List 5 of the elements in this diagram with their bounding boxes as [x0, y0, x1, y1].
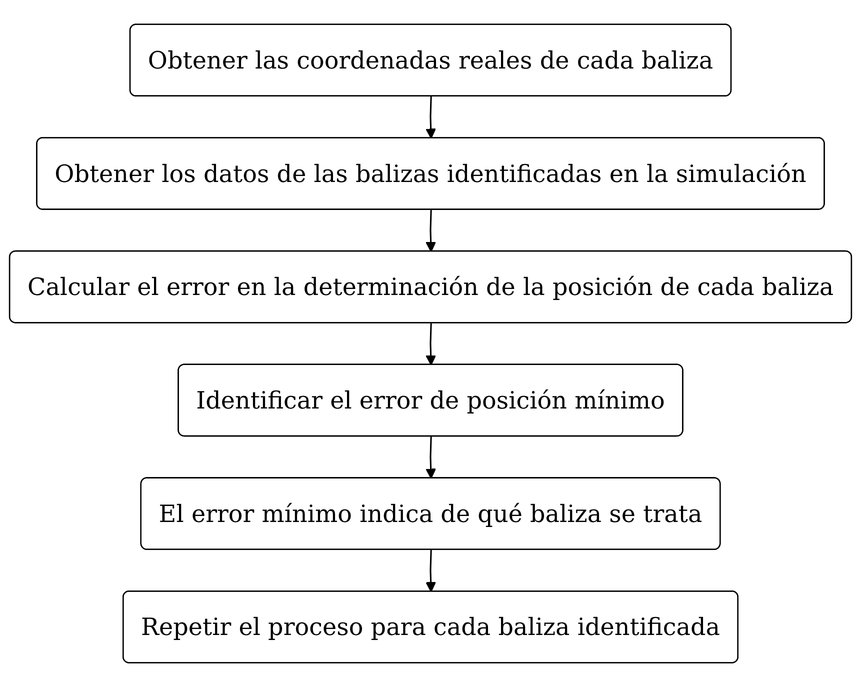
arrow [426, 210, 436, 252]
arrow [426, 323, 436, 366]
arrow [426, 96, 436, 139]
arrow [426, 550, 436, 592]
arrow [426, 436, 436, 479]
